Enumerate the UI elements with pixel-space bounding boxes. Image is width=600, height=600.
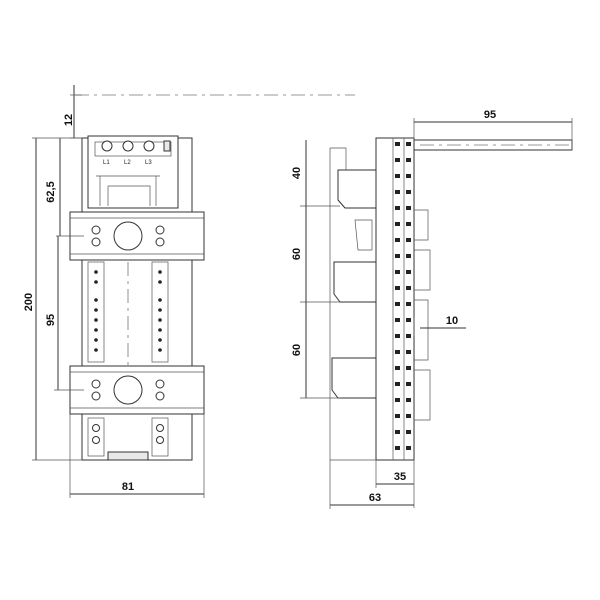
mounting-hole-upper (113, 221, 143, 251)
terminal-dots (94, 270, 162, 352)
screw-icon (155, 391, 165, 401)
dim-first-rail: 62,5 (45, 181, 57, 202)
screw-icon (91, 379, 101, 389)
phase-label-l3: L3 (145, 160, 152, 166)
dim-total-height: 200 (23, 293, 35, 311)
front-dimensions (32, 85, 205, 498)
dim-total-depth: 63 (369, 492, 381, 504)
housing-profile (329, 147, 376, 461)
terminal-screw-l1 (101, 140, 113, 152)
bottom-connector (107, 451, 149, 461)
phase-label-l2: L2 (124, 160, 131, 166)
backplate (375, 137, 415, 461)
dim-rail-extension: 95 (484, 109, 496, 121)
terminal-block (94, 141, 172, 157)
dim-width: 81 (122, 481, 134, 493)
dim-middle-section: 60 (291, 248, 303, 260)
side-dimensions (300, 118, 573, 509)
bottom-terminal-left (87, 417, 105, 457)
side-view: 40 60 60 95 10 35 63 (291, 109, 573, 509)
device-upper (337, 169, 377, 209)
dim-lower-section: 60 (291, 344, 303, 356)
screw-icon (155, 237, 165, 247)
clip-upper (354, 219, 373, 251)
dim-inner-depth: 35 (394, 471, 406, 483)
device-middle (333, 261, 377, 303)
bottom-terminal-right (151, 417, 169, 457)
screw-icon (155, 379, 165, 389)
device-lower (331, 357, 377, 399)
terminal-screw-l2 (122, 140, 134, 152)
terminal-latch (163, 140, 171, 152)
rail-clip (414, 369, 431, 421)
module-housing-lines (96, 175, 160, 206)
front-view: L1 L2 L3 (23, 85, 355, 498)
rail-clip (414, 299, 429, 361)
dim-rail-spacing: 95 (45, 314, 57, 326)
terminal-strip-right (151, 261, 169, 363)
screw-icon (91, 225, 101, 235)
screw-icon (91, 237, 101, 247)
rail-clip (414, 209, 429, 241)
terminal-screw-l3 (143, 140, 155, 152)
mounting-hole-lower (113, 375, 143, 405)
backplate-slots (395, 142, 411, 450)
terminal-strip-left (87, 261, 105, 363)
screw-icon (155, 225, 165, 235)
dim-pitch: 10 (446, 315, 458, 327)
rail-clip (414, 249, 431, 291)
dim-top-offset: 12 (63, 114, 75, 126)
screw-icon (91, 391, 101, 401)
phase-label-l1: L1 (103, 160, 110, 166)
dim-top-section: 40 (291, 167, 303, 179)
